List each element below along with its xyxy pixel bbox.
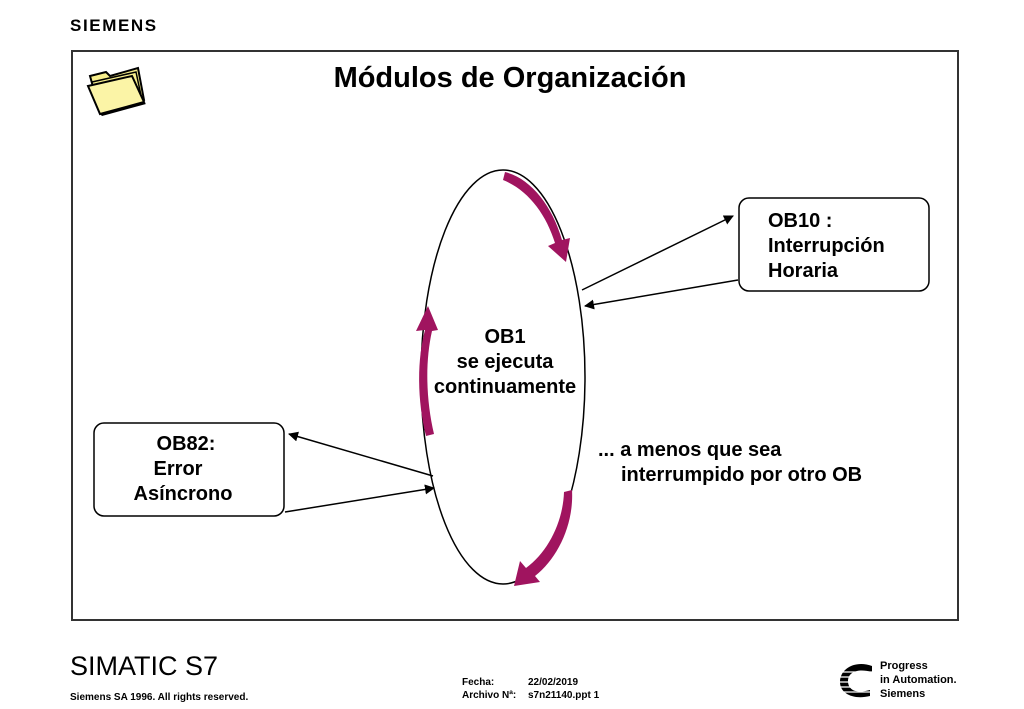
slogan: Progress in Automation. Siemens — [880, 659, 957, 701]
ob82-line: Error — [153, 458, 203, 480]
ob10-line: OB10 : — [768, 210, 833, 232]
ob82-line: Asíncrono — [133, 483, 233, 505]
slogan-line: Siemens — [880, 688, 926, 700]
product-name: SIMATIC S7 — [70, 651, 219, 681]
file-label: Archivo Nª: — [462, 690, 517, 701]
note-line: ... a menos que sea — [598, 439, 782, 461]
slide-title: Módulos de Organización — [333, 62, 687, 94]
ob10-box — [738, 197, 930, 292]
cycle-arrow-bottom — [514, 490, 573, 586]
interrupt-note: ... a menos que sea interrumpido por otr… — [598, 438, 862, 488]
note-line: interrumpido por otro OB — [621, 464, 863, 486]
ob82-label: OB82: Error Asíncrono — [104, 432, 262, 507]
date-label: Fecha: — [462, 677, 495, 688]
ob1-line: continuamente — [433, 376, 577, 398]
ob82-line: OB82: — [156, 433, 216, 455]
siemens-brand: SIEMENS — [70, 16, 158, 35]
folder-icon — [86, 66, 146, 116]
arrow-ob82-to-ob1 — [284, 484, 435, 513]
file-meta: Fecha: 22/02/2019 Archivo Nª: s7n21140.ppt… — [462, 676, 599, 702]
cycle-arrow-top — [503, 172, 570, 262]
ob1-line: OB1 — [484, 326, 526, 348]
ob82-box — [93, 422, 285, 517]
arrow-ob1-to-ob10 — [581, 215, 734, 291]
file-value: s7n21140.ppt 1 — [528, 690, 600, 701]
slide-frame — [71, 50, 959, 621]
ob1-label: OB1 se ejecuta continuamente — [425, 325, 585, 400]
ob1-line: se ejecuta — [456, 351, 554, 373]
ob10-line: Horaria — [768, 260, 839, 282]
arrow-ob1-to-ob82 — [288, 431, 434, 477]
ob10-label: OB10 : Interrupción Horaria — [768, 209, 885, 284]
slogan-line: Progress — [880, 660, 928, 672]
slogan-line: in Automation. — [880, 674, 957, 686]
siemens-automation-logo-icon — [838, 663, 874, 698]
arrow-ob10-to-ob1 — [584, 279, 739, 310]
cycle-arrow-left — [416, 306, 438, 436]
ob10-line: Interrupción — [768, 235, 885, 257]
date-value: 22/02/2019 — [528, 677, 579, 688]
copyright: Siemens SA 1996. All rights reserved. — [70, 692, 249, 703]
